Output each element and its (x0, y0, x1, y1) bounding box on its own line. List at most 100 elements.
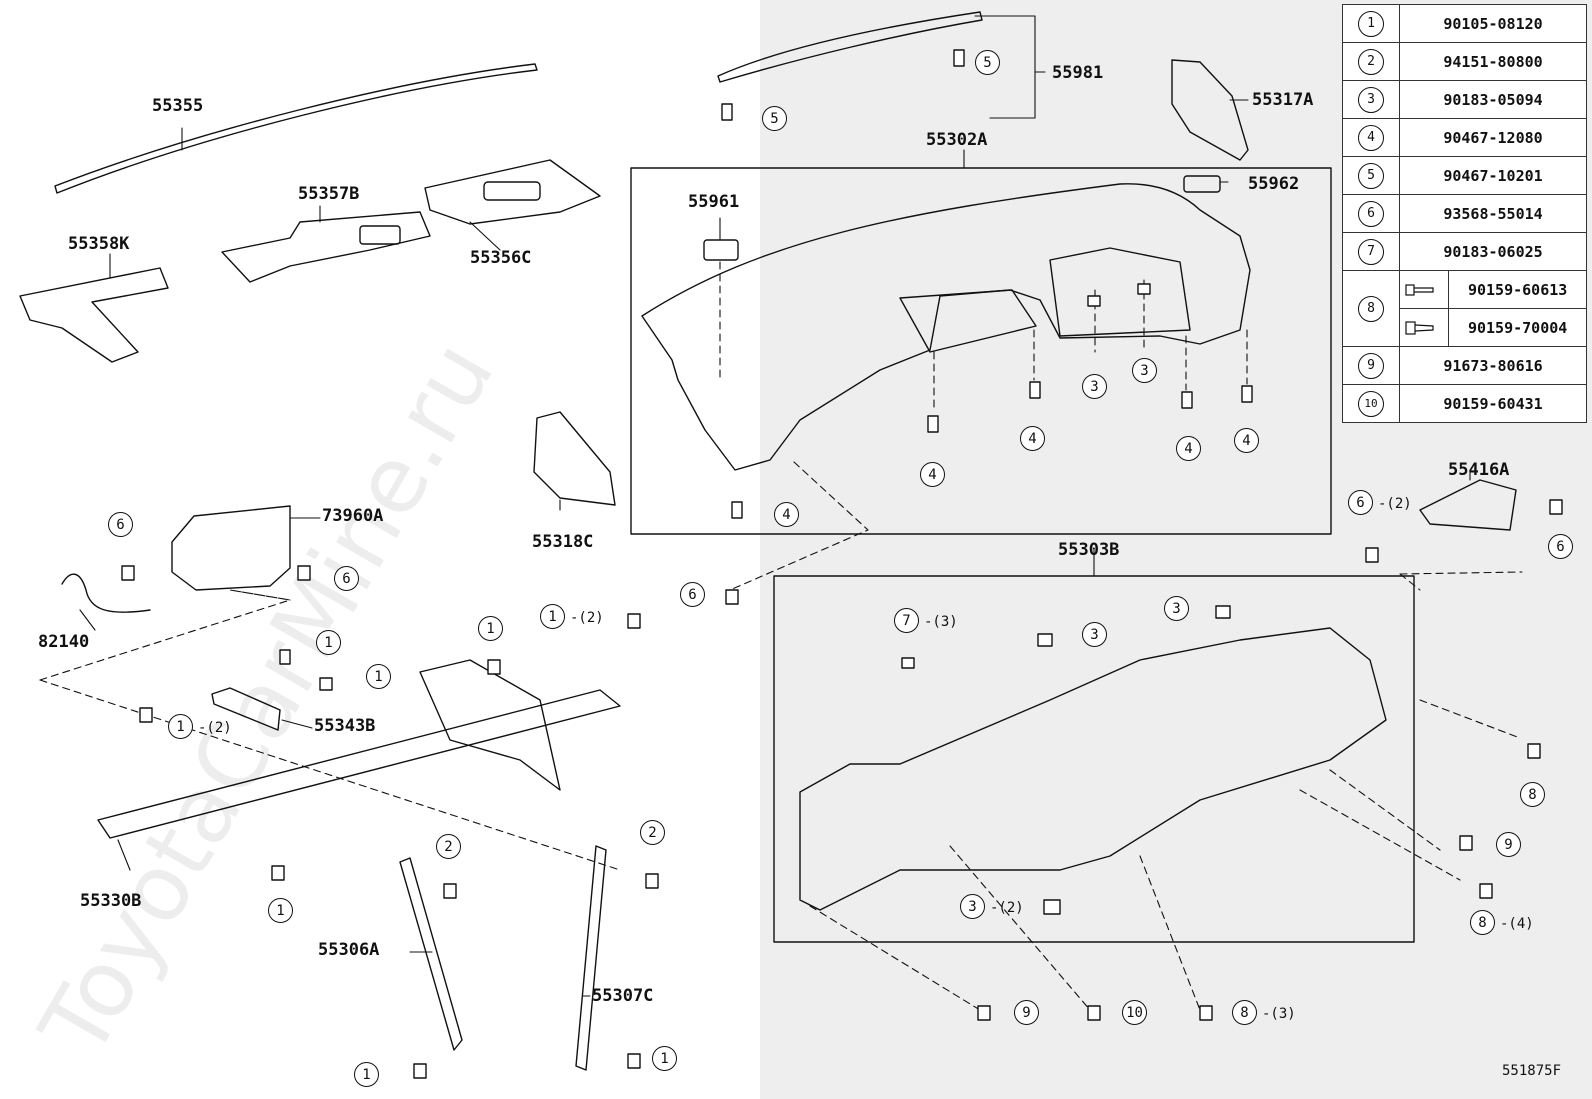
callout-5: 5 (762, 106, 787, 131)
callout-1: 1 (316, 630, 341, 655)
table-row: 4 90467-12080 (1342, 118, 1587, 157)
table-index: 3 (1358, 86, 1384, 113)
part-55416A-bracket (1419, 479, 1517, 531)
callout-6: 6 (334, 566, 359, 591)
label-55306A: 55306A (318, 940, 380, 960)
label-73960A: 73960A (322, 506, 384, 526)
label-55343B: 55343B (314, 716, 376, 736)
callout-1: 1 (478, 616, 503, 641)
table-part-number: 90159-70004 (1448, 308, 1587, 347)
table-index: 1 (1358, 10, 1384, 37)
part-55962-register (1183, 175, 1221, 193)
diagram-reference-code: 551875F (1502, 1063, 1562, 1079)
callout-6: 6 (1348, 490, 1373, 515)
label-55416A: 55416A (1448, 460, 1510, 480)
qty-label: -(4) (1500, 916, 1534, 932)
parts-reference-table: 1 90105-08120 2 94151-80800 3 90183-0509… (1342, 4, 1587, 423)
part-55356C-pad (424, 159, 601, 225)
callout-9: 9 (1014, 1000, 1039, 1025)
label-55356C: 55356C (470, 248, 532, 268)
table-part-number: 91673-80616 (1399, 346, 1587, 385)
table-index: 2 (1358, 48, 1384, 75)
table-row: 5 90467-10201 (1342, 156, 1587, 195)
part-55961-register (703, 239, 739, 261)
qty-label: -(2) (570, 610, 604, 626)
part-55358K-pad (19, 267, 169, 363)
callout-8: 8 (1520, 782, 1545, 807)
table-index: 6 (1358, 200, 1384, 227)
label-55302A: 55302A (926, 130, 988, 150)
qty-label: -(2) (198, 720, 232, 736)
panel-cluster-opening (1049, 247, 1191, 337)
table-index: 4 (1358, 124, 1384, 151)
callout-6: 6 (680, 582, 705, 607)
table-row: 10 90159-60431 (1342, 384, 1587, 423)
table-index: 9 (1358, 352, 1384, 379)
part-55330B-beam (97, 689, 621, 839)
part-55355-strip (54, 63, 538, 194)
callout-3: 3 (960, 894, 985, 919)
table-row: 7 90183-06025 (1342, 232, 1587, 271)
callout-4: 4 (774, 502, 799, 527)
leader-lines (79, 15, 1471, 997)
callout-4: 4 (920, 462, 945, 487)
callout-1: 1 (540, 604, 565, 629)
table-part-number: 90105-08120 (1399, 4, 1587, 43)
panel-group-box (630, 167, 1332, 535)
part-55306A-brace (399, 857, 463, 1051)
part-55302A-panel (641, 183, 1251, 471)
table-part-number: 90467-10201 (1399, 156, 1587, 195)
part-55307C-brace (575, 845, 607, 1071)
table-row: 6 93568-55014 (1342, 194, 1587, 233)
beam-right-bracket (419, 659, 561, 791)
part-55981-nozzle (717, 11, 983, 83)
table-part-number: 90183-06025 (1399, 232, 1587, 271)
callout-1: 1 (268, 898, 293, 923)
table-row: 9 91673-80616 (1342, 346, 1587, 385)
part-55357B-pad (221, 211, 431, 283)
callout-2: 2 (640, 820, 665, 845)
table-part-number: 94151-80800 (1399, 42, 1587, 81)
screw-icon (1398, 308, 1450, 347)
part-55303B-reinforcement (799, 627, 1387, 911)
table-index: 5 (1358, 162, 1384, 189)
label-55318C: 55318C (532, 532, 594, 552)
table-part-number: 90467-12080 (1399, 118, 1587, 157)
callout-6: 6 (1548, 534, 1573, 559)
table-part-number: 90159-60613 (1448, 270, 1587, 309)
callout-8: 8 (1232, 1000, 1257, 1025)
qty-label: -(3) (1262, 1006, 1296, 1022)
callout-8: 8 (1470, 910, 1495, 935)
callout-1: 1 (366, 664, 391, 689)
label-55303B: 55303B (1058, 540, 1120, 560)
table-part-number: 90159-60431 (1399, 384, 1587, 423)
part-55356C-cutout (483, 181, 541, 201)
table-index: 10 (1358, 390, 1384, 417)
part-55318C-cover (533, 411, 616, 506)
callout-4: 4 (1234, 428, 1259, 453)
part-82140-wire (61, 573, 151, 613)
label-55330B: 55330B (80, 891, 142, 911)
table-row: 90159-70004 (1343, 308, 1587, 347)
table-row: 8 90159-60613 (1342, 270, 1587, 347)
panel-glovebox-opening (899, 289, 1037, 353)
qty-label: -(3) (924, 614, 958, 630)
part-55343B-brace (211, 687, 281, 731)
label-55962: 55962 (1248, 174, 1300, 194)
part-55357B-cutout (359, 225, 401, 245)
callout-4: 4 (1176, 436, 1201, 461)
table-part-number: 90183-05094 (1399, 80, 1587, 119)
dashed-assembly-lines (39, 261, 1523, 1011)
callout-3: 3 (1082, 374, 1107, 399)
table-index: 7 (1358, 238, 1384, 265)
label-55317A: 55317A (1252, 90, 1314, 110)
callout-3: 3 (1132, 358, 1157, 383)
callout-1: 1 (652, 1046, 677, 1071)
label-55981: 55981 (1052, 63, 1104, 83)
callout-3: 3 (1082, 622, 1107, 647)
label-55357B: 55357B (298, 184, 360, 204)
table-part-number: 93568-55014 (1399, 194, 1587, 233)
callout-5: 5 (975, 50, 1000, 75)
label-55355: 55355 (152, 96, 204, 116)
